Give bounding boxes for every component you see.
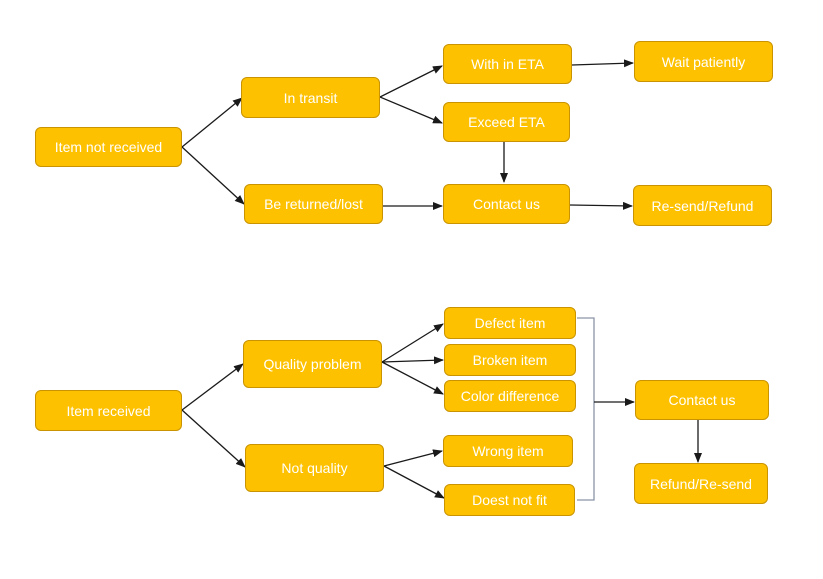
arrow-contact-to-resend [569, 201, 633, 210]
node-be-returned-lost: Be returned/lost [244, 184, 383, 224]
node-quality-problem: Quality problem [243, 340, 382, 388]
arrow-not-quality-to-doest-not-fit [383, 465, 445, 499]
arrow-not-quality-to-wrong [383, 449, 443, 467]
node-defect-item: Defect item [444, 307, 576, 339]
arrow-quality-to-color [381, 361, 444, 395]
arrow-quality-to-defect [381, 323, 444, 363]
node-item-not-received: Item not received [35, 127, 182, 167]
node-item-received: Item received [35, 390, 182, 431]
node-in-transit: In transit [241, 77, 380, 118]
arrow-in-transit-to-exceed-eta [379, 96, 443, 124]
node-refund-resend: Refund/Re-send [634, 463, 768, 504]
arrow-received-to-quality [181, 363, 244, 411]
arrow-in-transit-to-within-eta [379, 65, 443, 98]
node-broken-item: Broken item [444, 344, 576, 376]
arrow-received-to-not-quality [181, 409, 246, 468]
arrow-quality-to-broken [381, 356, 444, 365]
arrow-not-received-to-in-transit [181, 97, 243, 148]
arrow-within-eta-to-wait [571, 59, 634, 68]
node-wait-patiently: Wait patiently [634, 41, 773, 82]
grouping-bracket [577, 317, 595, 501]
node-contact-us-2: Contact us [635, 380, 769, 420]
node-doest-not-fit: Doest not fit [444, 484, 575, 516]
arrow-not-received-to-returned [181, 146, 245, 205]
node-color-difference: Color difference [444, 380, 576, 412]
node-contact-us-1: Contact us [443, 184, 570, 224]
node-resend-refund: Re-send/Refund [633, 185, 772, 226]
node-exceed-eta: Exceed ETA [443, 102, 570, 142]
node-not-quality: Not quality [245, 444, 384, 492]
node-within-eta: With in ETA [443, 44, 572, 84]
node-wrong-item: Wrong item [443, 435, 573, 467]
